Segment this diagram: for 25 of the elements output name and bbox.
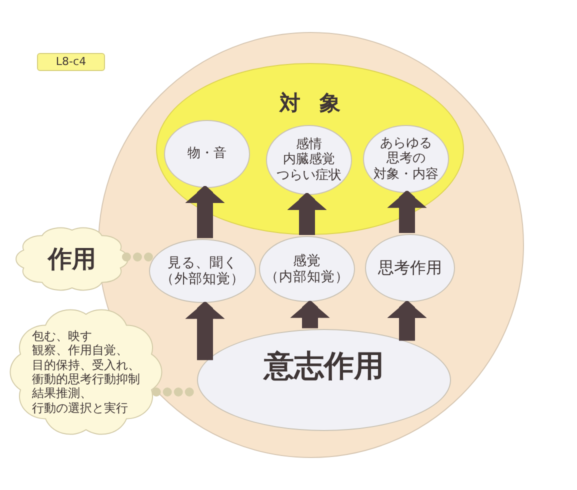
ellipse-title: 意志作用 (264, 349, 384, 385)
list-line: 行動の選択と実行 (32, 400, 128, 416)
arrow (185, 302, 225, 360)
node-label: 感覚 (293, 252, 321, 269)
node-label: 見る、聞く (168, 254, 238, 271)
arrow (290, 300, 330, 328)
list-line: 衝動的思考行動抑制 (32, 372, 140, 386)
node-label: 感情 (296, 136, 322, 152)
arrow (287, 193, 327, 235)
node-label: つらい症状 (276, 168, 342, 184)
node-label: あらゆる思考の対象・内容 (374, 136, 438, 182)
cloud-title: 作用 (48, 244, 96, 274)
list-line: 目的保持、受入れ、 (32, 358, 140, 372)
node-label: 思考作用 (378, 258, 442, 278)
list-line: 観察、作用自覚、 (32, 343, 128, 358)
tag-text: L8-c4 (56, 55, 86, 69)
list-line: 包む、映す (32, 328, 92, 344)
node-label: （内部知覚） (265, 269, 349, 286)
node-label: （外部知覚） (160, 271, 244, 288)
node-label: 内臓感覚 (283, 152, 335, 168)
arrow (387, 300, 427, 341)
list-line: 結果推測、 (32, 386, 92, 401)
region-title: 対象 (278, 91, 360, 116)
tag-label (37, 53, 105, 71)
node-label: 物・音 (188, 146, 226, 162)
